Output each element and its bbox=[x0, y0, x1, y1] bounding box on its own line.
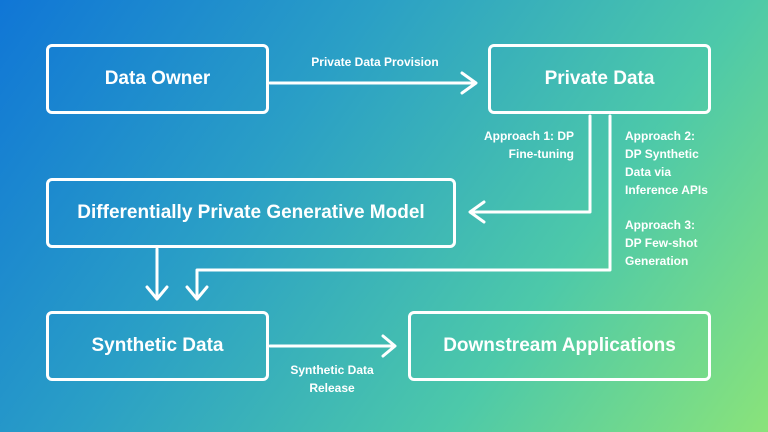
provision-edge-text: Private Data Provision bbox=[311, 55, 439, 69]
approach3-edge-label: Approach 3: DP Few-shot Generation bbox=[625, 216, 735, 270]
release-edge-label: Synthetic Data Release bbox=[276, 361, 388, 397]
provision-arrow bbox=[268, 71, 478, 95]
approach23-arrow bbox=[185, 114, 612, 301]
approach2-line3: Data via bbox=[625, 165, 672, 179]
private-data-label: Private Data bbox=[544, 68, 655, 89]
approach1-line2: Fine-tuning bbox=[508, 147, 574, 161]
approach2-line4: Inference APIs bbox=[625, 183, 708, 197]
data-owner-label: Data Owner bbox=[104, 68, 211, 89]
approach3-line1: Approach 3: bbox=[625, 218, 696, 232]
approach3-line3: Generation bbox=[625, 254, 689, 268]
approach2-line1: Approach 2: bbox=[625, 129, 696, 143]
synthetic-data-label: Synthetic Data bbox=[91, 335, 224, 356]
release-arrow bbox=[268, 334, 397, 358]
dp-generative-model-label: Differentially Private Generative Model bbox=[77, 202, 425, 223]
private-data-node: Private Data bbox=[488, 44, 711, 114]
approach1-line1: Approach 1: DP bbox=[483, 129, 574, 143]
approach3-line2: DP Few-shot bbox=[625, 236, 698, 250]
synthetic-data-node: Synthetic Data bbox=[46, 311, 269, 381]
approach2-edge-label: Approach 2: DP Synthetic Data via Infere… bbox=[625, 127, 735, 199]
approach1-arrow bbox=[468, 114, 592, 224]
approach1-edge-label: Approach 1: DP Fine-tuning bbox=[460, 127, 574, 163]
downstream-applications-label: Downstream Applications bbox=[443, 335, 676, 356]
release-line1: Synthetic Data bbox=[290, 363, 374, 377]
dp-generative-model-node: Differentially Private Generative Model bbox=[46, 178, 456, 248]
provision-edge-label: Private Data Provision bbox=[300, 53, 450, 71]
model-to-synthetic-arrow bbox=[145, 247, 169, 301]
release-line2: Release bbox=[309, 381, 355, 395]
data-owner-node: Data Owner bbox=[46, 44, 269, 114]
approach2-line2: DP Synthetic bbox=[625, 147, 699, 161]
downstream-applications-node: Downstream Applications bbox=[408, 311, 711, 381]
